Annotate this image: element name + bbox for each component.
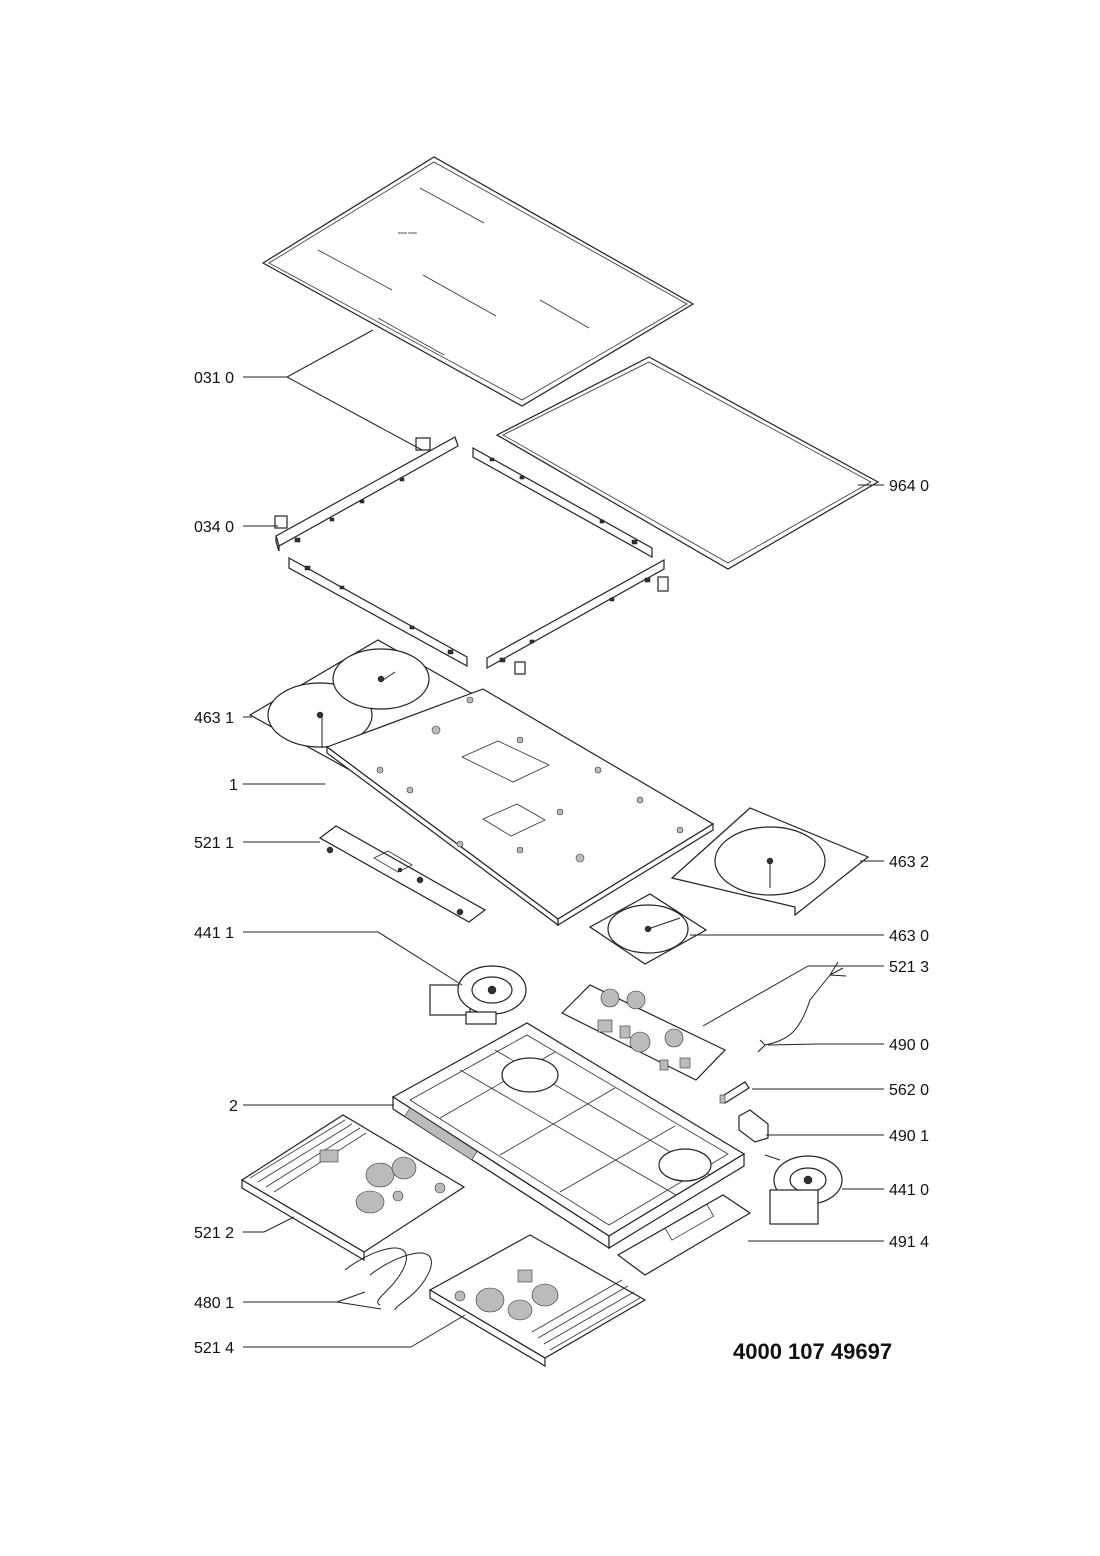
label-521-4: 521 4 xyxy=(194,1340,234,1357)
sensor-board xyxy=(616,1194,752,1276)
power-board-left xyxy=(240,1114,466,1262)
power-cable xyxy=(757,961,847,1053)
label-2: 2 xyxy=(229,1098,238,1115)
label-463-2: 463 2 xyxy=(889,854,929,871)
label-463-0: 463 0 xyxy=(889,928,929,945)
svg-text:=== ===: === === xyxy=(398,231,417,237)
label-1: 1 xyxy=(229,777,238,794)
power-board-right xyxy=(428,1234,647,1368)
cable-clip xyxy=(738,1109,769,1143)
coil-cables xyxy=(344,1247,432,1311)
label-562-0: 562 0 xyxy=(889,1082,929,1099)
label-521-1: 521 1 xyxy=(194,835,234,852)
leader-lines xyxy=(243,329,884,1348)
label-964-0: 964 0 xyxy=(889,478,929,495)
label-490-0: 490 0 xyxy=(889,1037,929,1054)
control-board xyxy=(318,825,487,923)
label-463-1: 463 1 xyxy=(194,710,234,727)
label-521-2: 521 2 xyxy=(194,1225,234,1242)
coil-plate-small xyxy=(588,893,708,965)
label-490-1: 490 1 xyxy=(889,1128,929,1145)
coil-plate-double xyxy=(248,639,480,771)
label-480-1: 480 1 xyxy=(194,1295,234,1312)
label-441-0: 441 0 xyxy=(889,1182,929,1199)
label-031-0: 031 0 xyxy=(194,370,234,387)
label-491-4: 491 4 xyxy=(889,1234,929,1251)
part-number-code: 4000 107 49697 xyxy=(733,1339,892,1364)
bottom-housing xyxy=(391,1022,746,1250)
fan-unit-0 xyxy=(764,1154,843,1225)
base-plate xyxy=(325,688,715,927)
fuse xyxy=(719,1081,750,1104)
gasket-seal xyxy=(495,356,880,570)
label-441-1: 441 1 xyxy=(194,925,234,942)
coil-plate-large xyxy=(670,807,870,917)
label-034-0: 034 0 xyxy=(194,519,234,536)
label-521-3: 521 3 xyxy=(889,959,929,976)
fan-unit-1 xyxy=(429,965,527,1025)
frame-rails xyxy=(274,436,669,675)
filter-board xyxy=(560,984,727,1081)
part-labels: 031 0 034 0 964 0 463 1 1 521 1 463 2 46… xyxy=(194,370,929,1364)
glass-cooktop: === === xyxy=(261,156,695,407)
